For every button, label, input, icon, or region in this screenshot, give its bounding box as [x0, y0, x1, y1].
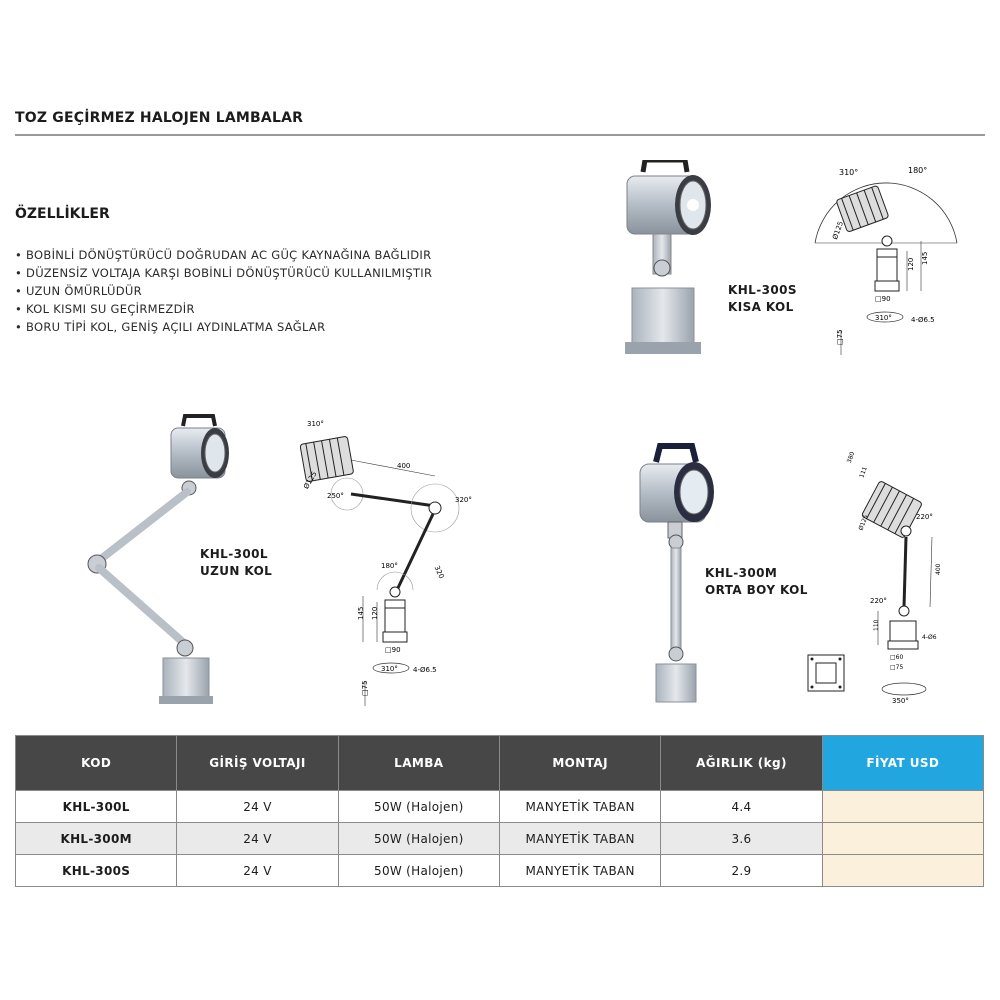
model-label-medium: KHL-300M ORTA BOY KOL: [705, 565, 808, 599]
table-row: KHL-300M 24 V 50W (Halojen) MANYETİK TAB…: [14, 822, 985, 855]
dim-label: □75: [890, 664, 903, 671]
dim-label: 400: [397, 462, 410, 470]
cell-price: [821, 790, 985, 823]
feature-item: UZUN ÖMÜRLÜDÜR: [15, 282, 432, 300]
col-lamp: LAMBA: [337, 735, 500, 791]
dim-label: □90: [385, 646, 401, 654]
feature-item: KOL KISMI SU GEÇİRMEZDİR: [15, 300, 432, 318]
page-title: TOZ GEÇİRMEZ HALOJEN LAMBALAR: [15, 110, 304, 126]
lamp-photo-short: [625, 160, 711, 354]
feature-item: DÜZENSİZ VOLTAJA KARŞI BOBİNLİ DÖNÜŞTÜRÜ…: [15, 264, 432, 282]
dim-label: 4-Ø6.5: [413, 666, 437, 674]
col-voltage: GİRİŞ VOLTAJI: [176, 735, 339, 791]
dim-label: 220°: [916, 513, 933, 521]
dim-label: 350°: [892, 697, 909, 705]
dim-label: 120: [371, 607, 379, 620]
dim-label: 320: [433, 564, 446, 580]
lamp-photo-medium: [639, 443, 714, 703]
cell-mount: MANYETİK TABAN: [498, 854, 662, 887]
dim-label: 250°: [327, 492, 344, 500]
col-weight: AĞIRLIK (kg): [660, 735, 823, 791]
col-code: KOD: [14, 735, 178, 791]
col-mount: MONTAJ: [498, 735, 662, 791]
dim-label: 400: [935, 563, 942, 575]
dim-label: 180°: [381, 562, 398, 570]
features-list: BOBİNLİ DÖNÜŞTÜRÜCÜ DOĞRUDAN AC GÜÇ KAYN…: [15, 246, 432, 336]
dim-label: 4-Ø6.5: [911, 316, 935, 324]
cell-code: KHL-300S: [14, 854, 178, 887]
dim-label: 180°: [908, 166, 927, 175]
features-title: ÖZELLİKLER: [15, 206, 110, 222]
feature-item: BORU TİPİ KOL, GENİŞ AÇILI AYDINLATMA SA…: [15, 318, 432, 336]
cell-lamp: 50W (Halojen): [337, 822, 500, 855]
dim-label: 310°: [381, 665, 398, 673]
cell-code: KHL-300L: [14, 790, 178, 823]
model-label-short: KHL-300S KISA KOL: [728, 282, 797, 316]
cell-lamp: 50W (Halojen): [337, 790, 500, 823]
lamp-photo-long: [87, 414, 229, 704]
dim-label: 145: [357, 607, 365, 620]
dim-label: 310°: [875, 314, 892, 322]
dim-label: 320°: [455, 496, 472, 504]
col-price: FİYAT USD: [821, 735, 985, 791]
dim-label: □75: [836, 329, 844, 345]
model-desc: UZUN KOL: [200, 564, 273, 578]
dim-label: 310°: [839, 168, 858, 177]
model-desc: ORTA BOY KOL: [705, 583, 808, 597]
cell-lamp: 50W (Halojen): [337, 854, 500, 887]
cell-voltage: 24 V: [176, 854, 339, 887]
dim-label: Ø125: [831, 220, 845, 240]
technical-drawing-long: 310° Ø125 250° 400 320° 320 180° 145 120…: [299, 420, 472, 706]
model-code: KHL-300L: [200, 547, 268, 561]
cell-price: [821, 822, 985, 855]
model-code: KHL-300M: [705, 566, 778, 580]
table-row: KHL-300L 24 V 50W (Halojen) MANYETİK TAB…: [14, 790, 985, 823]
dim-label: 120: [907, 258, 915, 271]
title-divider: [15, 134, 985, 136]
dim-label: 380: [846, 451, 857, 464]
technical-drawing-medium: 380 111 Ø125 220° 400 220° 110 4-Ø6 □60 …: [807, 451, 942, 705]
cell-price: [821, 854, 985, 887]
dim-label: □60: [890, 654, 903, 661]
dim-label: □75: [361, 680, 369, 696]
cell-voltage: 24 V: [176, 822, 339, 855]
cell-code: KHL-300M: [14, 822, 178, 855]
dim-label: 145: [921, 252, 929, 265]
model-code: KHL-300S: [728, 283, 797, 297]
model-desc: KISA KOL: [728, 300, 794, 314]
cell-voltage: 24 V: [176, 790, 339, 823]
model-label-long: KHL-300L UZUN KOL: [200, 546, 272, 580]
dim-label: 310°: [307, 420, 324, 428]
dim-label: 220°: [870, 597, 887, 605]
dim-label: 4-Ø6: [922, 634, 937, 641]
dim-label: 110: [873, 619, 880, 631]
cell-mount: MANYETİK TABAN: [498, 790, 662, 823]
spec-table: KOD GİRİŞ VOLTAJI LAMBA MONTAJ AĞIRLIK (…: [14, 735, 985, 887]
cell-mount: MANYETİK TABAN: [498, 822, 662, 855]
feature-item: BOBİNLİ DÖNÜŞTÜRÜCÜ DOĞRUDAN AC GÜÇ KAYN…: [15, 246, 432, 264]
table-row: KHL-300S 24 V 50W (Halojen) MANYETİK TAB…: [14, 854, 985, 887]
dim-label: □90: [875, 295, 891, 303]
cell-weight: 2.9: [660, 854, 823, 887]
cell-weight: 4.4: [660, 790, 823, 823]
table-header-row: KOD GİRİŞ VOLTAJI LAMBA MONTAJ AĞIRLIK (…: [14, 735, 985, 791]
technical-drawing-short: 180° 310° Ø125 120 145 □90 310° 4-Ø6.5 □…: [814, 166, 958, 355]
cell-weight: 3.6: [660, 822, 823, 855]
dim-label: Ø125: [858, 514, 870, 532]
dim-label: 111: [858, 466, 869, 479]
